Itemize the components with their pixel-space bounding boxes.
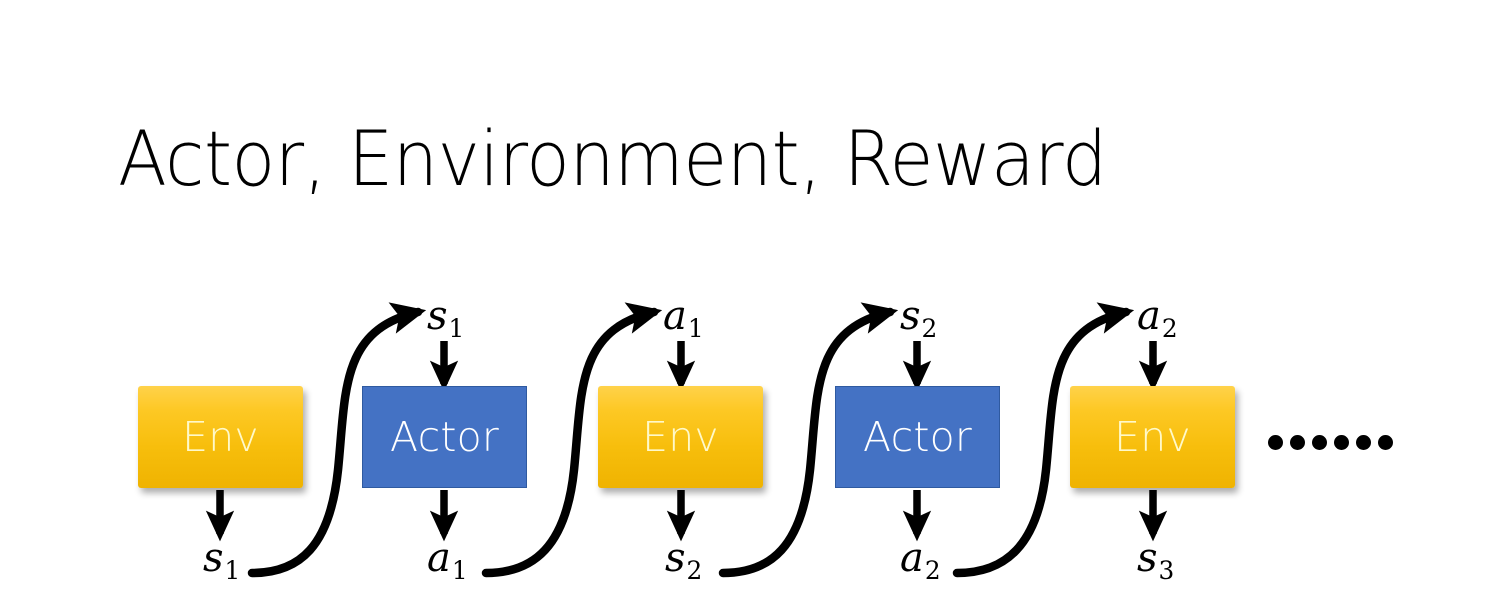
label-bottom-s3: s3	[1137, 535, 1174, 583]
label-sub: 2	[686, 556, 703, 586]
curve-s2-to-actor2	[718, 302, 899, 578]
ellipsis-dot	[1268, 435, 1283, 450]
node-label: Actor	[863, 412, 972, 461]
ellipsis-dot	[1378, 435, 1393, 450]
node-actor-2[interactable]: Actor	[835, 386, 1000, 488]
node-env-3[interactable]: Env	[1070, 386, 1235, 488]
page-title: Actor, Environment, Reward	[118, 114, 1107, 203]
label-top-a2: a2	[1137, 293, 1178, 341]
node-label: Env	[182, 412, 259, 461]
label-bottom-a1: a1	[427, 535, 468, 583]
label-sub: 1	[451, 556, 468, 586]
node-env-1[interactable]: Env	[138, 386, 303, 488]
label-base: a	[1137, 293, 1161, 339]
label-sub: 1	[687, 314, 704, 344]
label-base: s	[900, 293, 921, 339]
label-base: a	[427, 535, 451, 581]
label-sub: 3	[1158, 556, 1175, 586]
node-label: Env	[642, 412, 719, 461]
label-sub: 2	[924, 556, 941, 586]
label-base: s	[1137, 535, 1158, 581]
node-env-2[interactable]: Env	[598, 386, 763, 488]
curve-a2-to-env3	[952, 302, 1135, 578]
node-label: Env	[1114, 412, 1191, 461]
ellipsis-dot	[1356, 435, 1371, 450]
label-bottom-a2: a2	[900, 535, 941, 583]
label-sub: 1	[224, 556, 241, 586]
label-base: s	[665, 535, 686, 581]
label-base: a	[900, 535, 924, 581]
label-base: s	[427, 293, 448, 339]
curve-s1-to-actor1	[247, 302, 427, 578]
ellipsis-icon	[1268, 435, 1393, 450]
label-top-s2: s2	[900, 293, 937, 341]
label-sub: 1	[448, 314, 465, 344]
label-top-a1: a1	[663, 293, 704, 341]
label-sub: 2	[1161, 314, 1178, 344]
node-label: Actor	[390, 412, 499, 461]
ellipsis-dot	[1334, 435, 1349, 450]
label-base: a	[663, 293, 687, 339]
label-sub: 2	[921, 314, 938, 344]
curve-a1-to-env2	[481, 302, 663, 578]
label-top-s1: s1	[427, 293, 464, 341]
label-bottom-s2: s2	[665, 535, 702, 583]
label-base: s	[203, 535, 224, 581]
label-bottom-s1: s1	[203, 535, 240, 583]
node-actor-1[interactable]: Actor	[362, 386, 527, 488]
ellipsis-dot	[1290, 435, 1305, 450]
ellipsis-dot	[1312, 435, 1327, 450]
